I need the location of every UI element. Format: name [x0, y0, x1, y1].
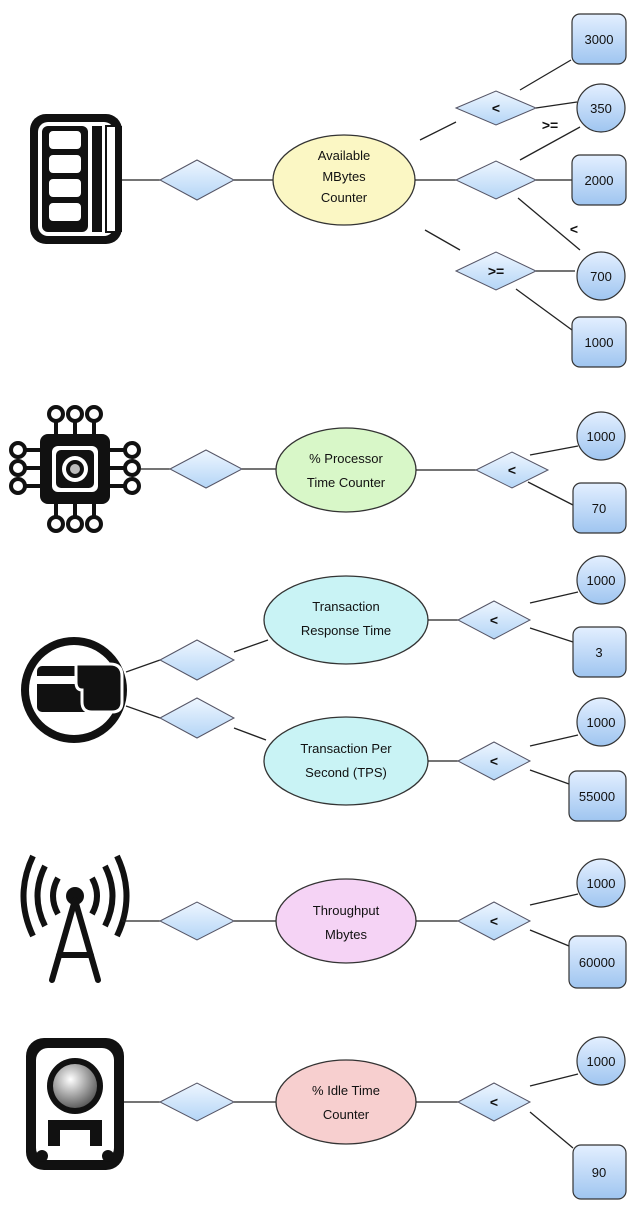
value-label: 1000: [585, 335, 614, 350]
value-circle: [576, 251, 626, 301]
group-available-mbytes: Available MBytes Counter < >= >= < 3000 …: [30, 13, 627, 368]
value-circle: [576, 1036, 626, 1086]
value-label: 350: [590, 101, 612, 116]
counter-label-line1: Transaction: [312, 599, 379, 614]
operator-label: <: [508, 462, 516, 478]
group-idle-time: % Idle Time Counter < 1000 90: [26, 1036, 627, 1200]
hard-disk-icon: [26, 1038, 124, 1170]
value-label: 1000: [587, 1054, 616, 1069]
operator-diamond: [456, 600, 532, 640]
operator-diamond: [456, 901, 532, 941]
card-payment-icon: [21, 637, 127, 743]
value-box: [572, 1144, 627, 1200]
value-circle: [576, 697, 626, 747]
value-label: 1000: [587, 429, 616, 444]
value-circle: [576, 83, 626, 133]
value-label: 3: [595, 645, 602, 660]
relation-diamond: [158, 639, 236, 681]
operator-label: <: [570, 221, 578, 237]
counter-label-line3: Counter: [321, 190, 368, 205]
operator-label: <: [490, 1094, 498, 1110]
counter-label-line1: Available: [318, 148, 371, 163]
value-label: 700: [590, 269, 612, 284]
group-transactions: Transaction Response Time < 1000 3 Trans…: [21, 555, 627, 822]
value-label: 90: [592, 1165, 606, 1180]
operator-label: <: [490, 753, 498, 769]
group-processor-time: % Processor Time Counter < 1000 70: [9, 405, 627, 534]
counter-throughput: [275, 878, 417, 964]
memory-chip-icon: [30, 114, 122, 244]
counter-transaction-response-time: [263, 575, 429, 665]
value-box: [568, 770, 627, 822]
operator-label: <: [490, 913, 498, 929]
value-label: 3000: [585, 32, 614, 47]
value-label: 60000: [579, 955, 615, 970]
counter-idle-time: [275, 1059, 417, 1145]
value-circle: [576, 858, 626, 908]
counter-transaction-per-second: [263, 716, 429, 806]
operator-diamond: [474, 451, 550, 489]
operator-diamond: [454, 160, 538, 200]
counter-label-line2: Time Counter: [307, 475, 386, 490]
value-label: 1000: [587, 715, 616, 730]
relation-diamond: [158, 901, 236, 941]
relation-diamond: [158, 697, 236, 739]
value-box: [571, 316, 627, 368]
value-box: [572, 626, 627, 678]
processor-icon: [9, 405, 141, 533]
counter-label-line1: % Processor: [309, 451, 383, 466]
relation-diamond: [168, 449, 244, 489]
value-box: [571, 13, 627, 65]
counter-label-line2: MBytes: [322, 169, 366, 184]
value-label: 1000: [587, 573, 616, 588]
relation-diamond: [158, 1082, 236, 1122]
value-box: [568, 935, 627, 989]
value-label: 2000: [585, 173, 614, 188]
value-box: [572, 482, 627, 534]
antenna-tower-icon: [20, 854, 130, 983]
operator-label: >=: [488, 263, 504, 279]
group-throughput: Throughput Mbytes < 1000 60000: [20, 854, 627, 989]
operator-label: <: [490, 612, 498, 628]
value-label: 55000: [579, 789, 615, 804]
operator-label: <: [492, 100, 500, 116]
value-circle: [576, 411, 626, 461]
value-box: [571, 154, 627, 206]
operator-diamond: [456, 1082, 532, 1122]
value-circle: [576, 555, 626, 605]
counter-label-line2: Counter: [323, 1107, 370, 1122]
counter-label-line2: Second (TPS): [305, 765, 387, 780]
counter-label-line2: Mbytes: [325, 927, 367, 942]
value-label: 1000: [587, 876, 616, 891]
counter-label-line1: Throughput: [313, 903, 380, 918]
counter-label-line2: Response Time: [301, 623, 391, 638]
relation-diamond: [158, 159, 236, 201]
operator-label: >=: [542, 117, 558, 133]
counter-processor-time: [275, 427, 417, 513]
counter-label-line1: Transaction Per: [300, 741, 392, 756]
operator-diamond: [456, 741, 532, 781]
value-label: 70: [592, 501, 606, 516]
counter-label-line1: % Idle Time: [312, 1083, 380, 1098]
